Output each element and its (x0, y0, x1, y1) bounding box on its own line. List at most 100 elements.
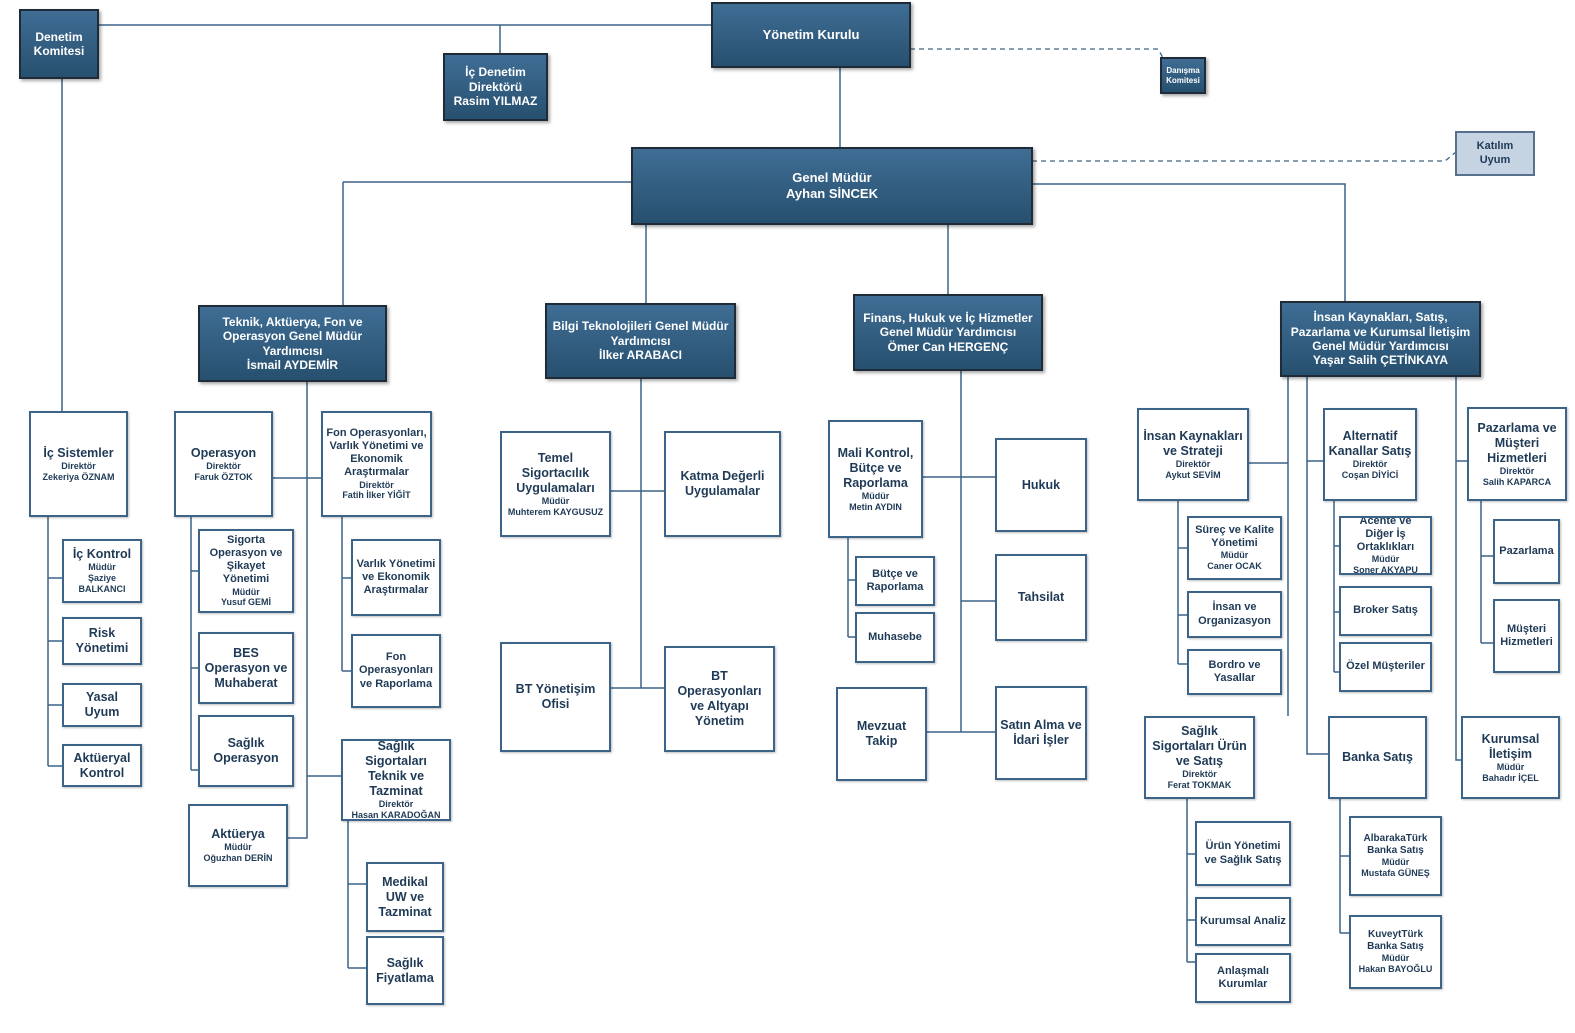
node-title: İç Sistemler (43, 445, 114, 460)
kurumsal-analiz-box: Kurumsal Analiz (1195, 897, 1291, 946)
saglik-fiyatlama-box: Sağlık Fiyatlama (366, 936, 444, 1005)
node-title: Sağlık Sigortaları Teknik ve Tazminat (365, 739, 427, 799)
node-role: Direktör (1499, 465, 1535, 476)
saglik-operasyon-box: Sağlık Operasyon (198, 715, 294, 787)
node-role: Müdür (1220, 550, 1249, 561)
fon-raporlama-box: Fon Operasyonları ve Raporlama (351, 634, 441, 708)
node-title: Kurumsal Analiz (1200, 914, 1286, 927)
denetim-komitesi-box: Denetim Komitesi (19, 9, 99, 79)
node-title: Broker Satış (1353, 604, 1418, 617)
node-person: Şaziye BALKANCI (78, 573, 126, 594)
node-title: İnsan Kaynakları ve Strateji (1143, 428, 1243, 458)
node-title: İç Denetim Direktörü (465, 65, 526, 94)
node-title: Bütçe ve Raporlama (866, 567, 924, 593)
anlasmali-kurumlar-box: Anlaşmalı Kurumlar (1195, 953, 1291, 1003)
node-person: Hakan BAYOĞLU (1358, 964, 1433, 974)
node-title: Banka Satış (1342, 750, 1413, 764)
bt-gmy-box: Bilgi Teknolojileri Genel Müdür Yardımcı… (545, 303, 736, 379)
kurumsal-iletisim-box: Kurumsal İletişim Müdür Bahadır İÇEL (1461, 716, 1560, 799)
node-role: Müdür (1381, 857, 1410, 868)
node-title: Mevzuat Takip (856, 719, 907, 748)
yonetim-kurulu-box: Yönetim Kurulu (711, 2, 911, 68)
node-person: Yusuf GEMİ (220, 597, 271, 608)
node-title: Fon Operasyonları ve Raporlama (359, 651, 433, 690)
node-title: BT Operasyonları ve Altyapı Yönetim (677, 669, 762, 728)
node-title: Aktüeryal Kontrol (73, 750, 131, 780)
node-title: Sigorta Operasyon ve Şikayet Yönetimi (209, 533, 283, 586)
ic-sistemler-box: İç Sistemler Direktör Zekeriya ÖZNAM (29, 411, 128, 517)
medikal-uw-box: Medikal UW ve Tazminat (366, 862, 444, 932)
node-person: Oğuzhan DERİN (203, 853, 273, 863)
node-role: Müdür (861, 490, 890, 501)
fon-operasyonlari-box: Fon Operasyonları, Varlık Yönetimi ve Ek… (321, 411, 432, 517)
node-title: Teknik, Aktüerya, Fon ve Operasyon Genel… (222, 314, 363, 358)
node-role: Direktör (1352, 458, 1388, 469)
node-role: Müdür (224, 842, 252, 853)
node-title: Kurumsal İletişim (1481, 731, 1540, 761)
ik-gmy-box: İnsan Kaynakları, Satış, Pazarlama ve Ku… (1280, 301, 1481, 377)
albarakaturk-box: AlbarakaTürk Banka Satış Müdür Mustafa G… (1349, 816, 1442, 896)
bes-operasyon-box: BES Operasyon ve Muhaberat (198, 632, 294, 704)
node-person: Ayhan SİNCEK (786, 186, 878, 201)
node-title: Sağlık Sigortaları Ürün ve Satış (1152, 724, 1247, 769)
node-title: Medikal UW ve Tazminat (378, 874, 432, 919)
node-title: BT Yönetişim Ofisi (515, 682, 596, 711)
hukuk-box: Hukuk (995, 438, 1087, 532)
node-person: Ömer Can HERGENÇ (887, 339, 1009, 354)
node-title: Satın Alma ve İdari İşler (1000, 718, 1082, 747)
broker-satis-box: Broker Satış (1339, 586, 1432, 636)
aktueryal-kontrol-box: Aktüeryal Kontrol (62, 744, 142, 787)
node-title: Tahsilat (1017, 590, 1065, 604)
node-person: Hasan KARADOĞAN (351, 810, 441, 820)
node-person: Salih KAPARCA (1482, 476, 1552, 487)
node-title: Sağlık Fiyatlama (376, 955, 434, 985)
node-title: Alternatif Kanallar Satış (1328, 428, 1412, 458)
node-role: Direktör (1182, 769, 1217, 780)
mali-kontrol-box: Mali Kontrol, Bütçe ve Raporlama Müdür M… (828, 420, 923, 538)
node-title: Danışma Komitesi (1166, 65, 1200, 85)
node-title: Varlık Yönetimi ve Ekonomik Araştırmalar (356, 557, 436, 597)
node-title: Özel Müşteriler (1346, 660, 1425, 673)
node-role: Direktör (1175, 458, 1211, 469)
node-title: Temel Sigortacılık Uygulamaları (516, 450, 595, 495)
aktuerya-box: Aktüerya Müdür Oğuzhan DERİN (188, 804, 288, 887)
acente-box: Acente ve Diğer İş Ortaklıkları Müdür So… (1339, 516, 1432, 575)
node-title: Pazarlama (1499, 544, 1554, 557)
node-title: İnsan ve Organizasyon (1198, 601, 1271, 627)
node-title: Ürün Yönetimi ve Sağlık Satış (1204, 840, 1282, 866)
musteri-hizmetleri-box: Müşteri Hizmetleri (1493, 599, 1560, 673)
node-title: İç Kontrol (72, 547, 132, 562)
node-person: Rasim YILMAZ (453, 94, 538, 109)
node-person: Ferat TOKMAK (1167, 780, 1232, 790)
saglik-urun-satis-box: Sağlık Sigortaları Ürün ve Satış Direktö… (1144, 716, 1255, 799)
node-person: İsmail AYDEMİR (246, 357, 339, 372)
kuveytturk-box: KuveytTürk Banka Satış Müdür Hakan BAYOĞ… (1349, 915, 1442, 989)
node-person: İlker ARABACI (599, 348, 682, 363)
node-title: Risk Yönetimi (75, 626, 129, 655)
node-role: Müdür (1371, 554, 1400, 565)
node-person: Bahadır İÇEL (1482, 772, 1539, 783)
node-role: Müdür (88, 562, 116, 573)
ozel-musteriler-box: Özel Müşteriler (1339, 642, 1432, 692)
node-person: Zekeriya ÖZNAM (42, 471, 115, 482)
node-person: Coşan DİYİCİ (1341, 469, 1399, 480)
node-title: Aktüerya (211, 827, 265, 842)
node-title: Anlaşmalı Kurumlar (1217, 964, 1269, 990)
node-title: Hukuk (1021, 477, 1061, 492)
node-person: Faruk ÖZTOK (194, 471, 253, 482)
node-person: Muhterem KAYGUSUZ (507, 506, 604, 517)
sigorta-operasyon-box: Sigorta Operasyon ve Şikayet Yönetimi Mü… (198, 529, 294, 613)
butce-raporlama-box: Bütçe ve Raporlama (855, 556, 935, 606)
node-title: Fon Operasyonları, Varlık Yönetimi ve Ek… (326, 426, 427, 479)
node-title: Bilgi Teknolojileri Genel Müdür Yardımcı… (552, 319, 729, 348)
node-title: Denetim Komitesi (33, 29, 85, 58)
node-role: Müdür (232, 586, 260, 597)
node-title: Pazarlama ve Müşteri Hizmetleri (1477, 420, 1557, 465)
genel-mudur-box: Genel Müdür Ayhan SİNCEK (631, 147, 1033, 225)
node-title: Operasyon (190, 445, 257, 460)
risk-box: Risk Yönetimi (62, 617, 142, 665)
varlik-yonetimi-box: Varlık Yönetimi ve Ekonomik Araştırmalar (351, 539, 441, 616)
node-title: İnsan Kaynakları, Satış, Pazarlama ve Ku… (1290, 310, 1471, 353)
surec-kalite-box: Süreç ve Kalite Yönetimi Müdür Caner OCA… (1187, 516, 1282, 580)
node-person: Soner AKYAPU (1353, 565, 1418, 575)
